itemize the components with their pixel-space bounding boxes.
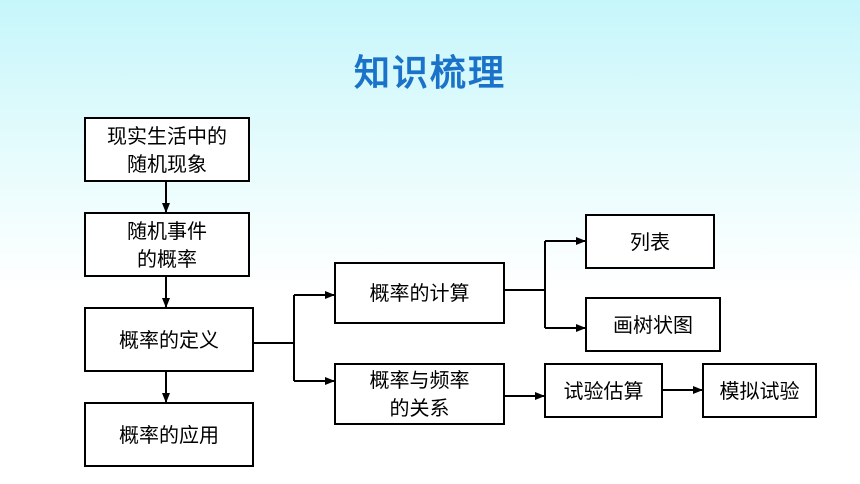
node-tree-diagram: 画树状图 [585, 297, 721, 352]
node-probability-application: 概率的应用 [84, 402, 254, 467]
node-probability-frequency-relation: 概率与频率 的关系 [334, 363, 505, 425]
page-title: 知识梳理 [353, 53, 506, 94]
node-simulated-experiment: 模拟试验 [702, 363, 817, 418]
node-real-phenomena: 现实生活中的 随机现象 [84, 117, 250, 182]
node-probability-calculation: 概率的计算 [334, 262, 505, 324]
node-probability-definition: 概率的定义 [84, 307, 254, 372]
branch-definition-trunk [254, 295, 295, 344]
node-listing: 列表 [585, 214, 715, 269]
node-random-event-probability: 随机事件 的概率 [84, 212, 250, 277]
node-experiment-estimate: 试验估算 [544, 363, 663, 418]
